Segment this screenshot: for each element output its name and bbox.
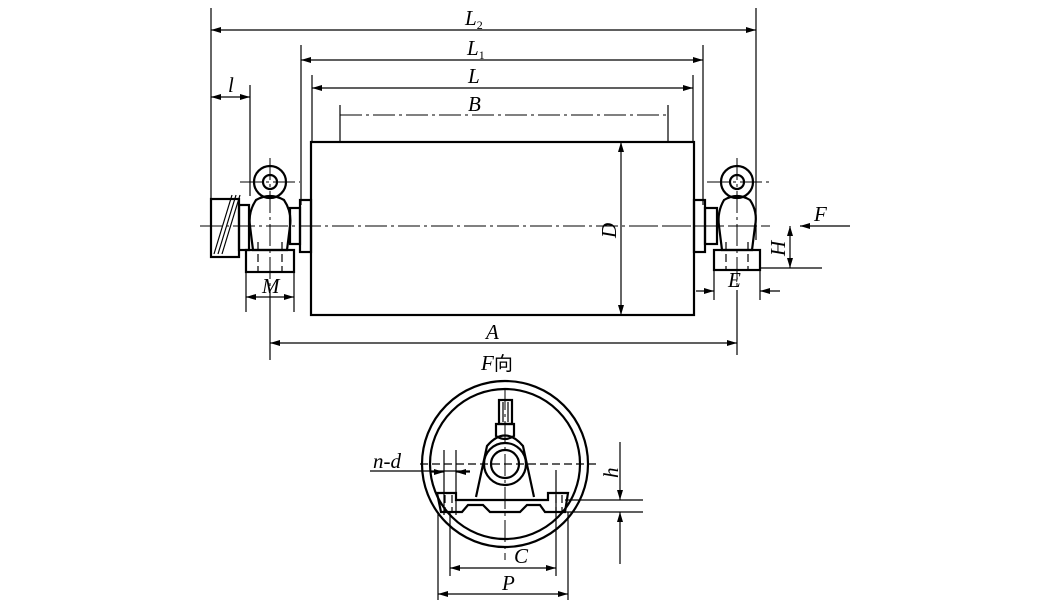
label-P: P: [501, 571, 515, 595]
label-A: A: [484, 320, 499, 344]
label-C: C: [514, 544, 529, 568]
drum-body: [309, 140, 696, 317]
label-M: M: [261, 274, 281, 298]
label-H: H: [766, 239, 790, 257]
f-direction-view: [370, 379, 643, 600]
label-F: F: [813, 202, 827, 226]
label-n-d: n-d: [373, 449, 401, 473]
dimension-lines: [211, 27, 850, 346]
label-E: E: [727, 268, 741, 292]
label-h: h: [599, 468, 623, 479]
label-l: l: [228, 73, 234, 97]
label-L: L: [467, 64, 480, 88]
left-bearing-assembly: [209, 164, 313, 274]
label-B: B: [468, 92, 481, 116]
label-D: D: [597, 223, 621, 239]
label-L1: L1: [466, 36, 485, 62]
label-L2: L2: [464, 6, 483, 32]
right-bearing-assembly: [692, 164, 762, 272]
label-F-view: F向: [480, 351, 513, 375]
